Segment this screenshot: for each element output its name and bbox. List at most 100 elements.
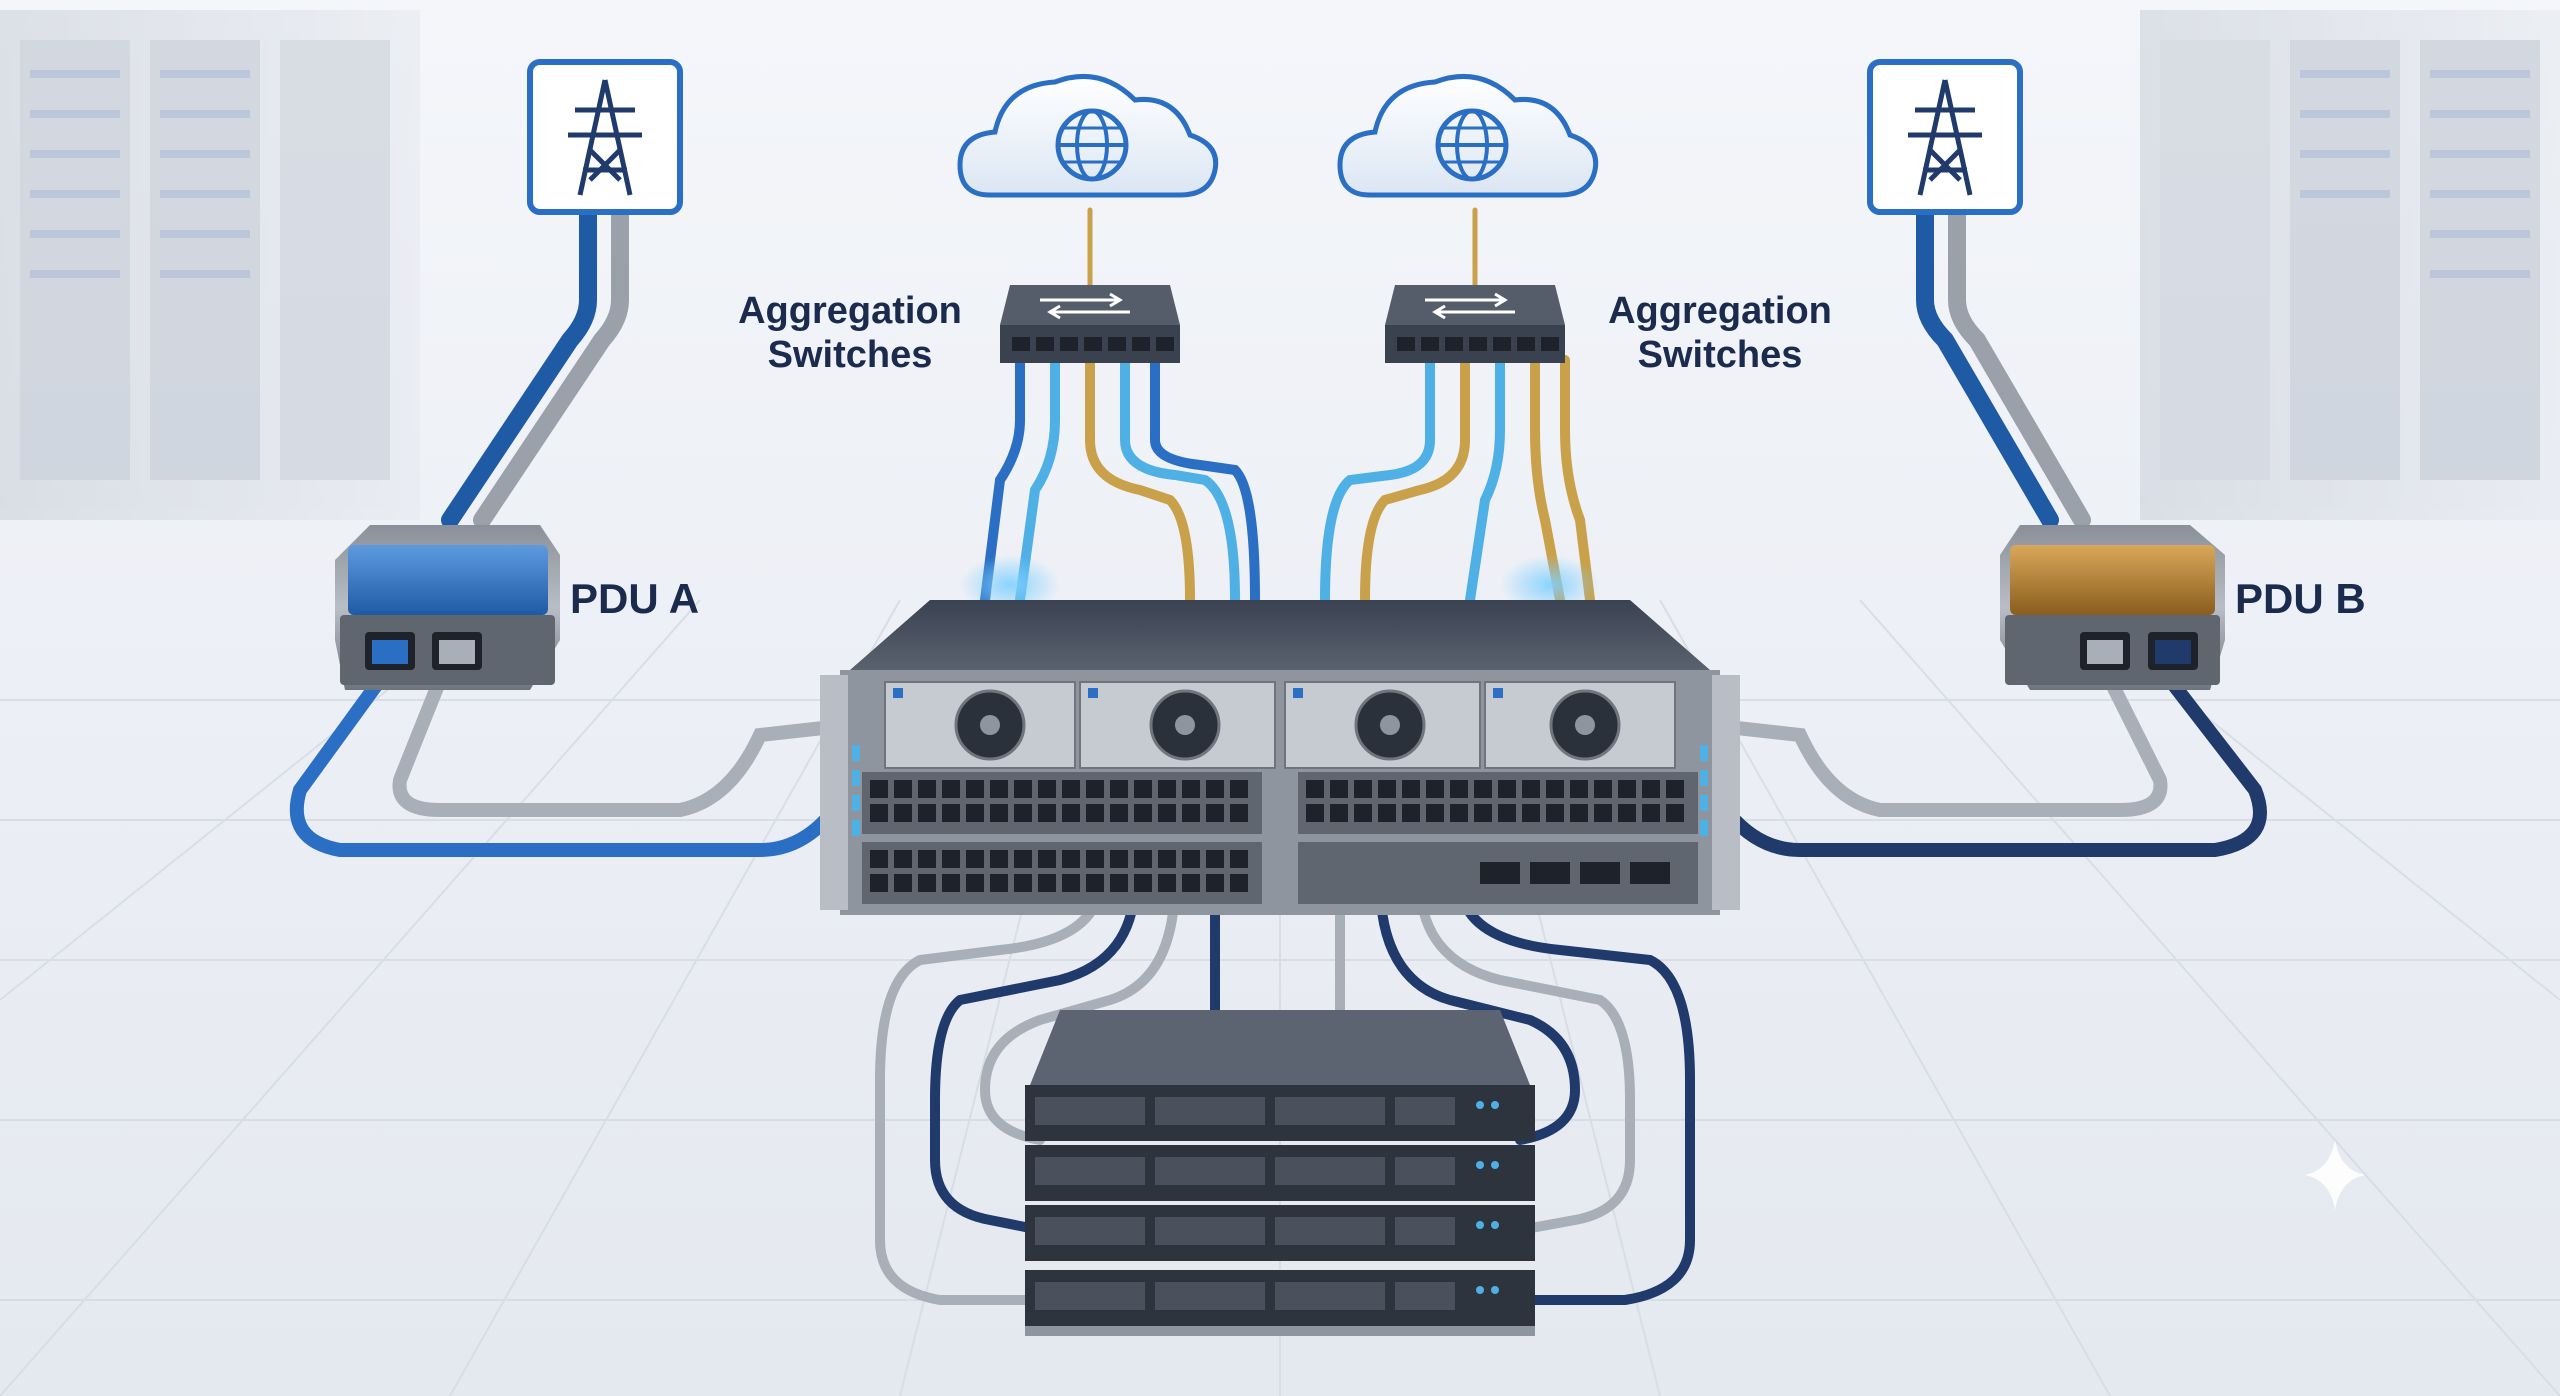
ethernet-port	[1474, 804, 1492, 822]
ethernet-port	[894, 874, 912, 892]
power-cable-left-blue	[441, 201, 597, 529]
ethernet-port	[1062, 874, 1080, 892]
ethernet-port	[1474, 780, 1492, 798]
power-tower-icon	[1867, 59, 2023, 215]
ethernet-port	[870, 780, 888, 798]
downlink-cable-8	[1455, 875, 1695, 1305]
ethernet-port	[1110, 850, 1128, 868]
ethernet-port	[870, 874, 888, 892]
ethernet-port	[1618, 804, 1636, 822]
pdu-b-cable-gray	[1703, 673, 2168, 817]
ethernet-port	[1306, 804, 1324, 822]
sfp-port	[1480, 862, 1520, 884]
downlink-cable-1	[875, 875, 1105, 1305]
aggregation-label-right-line2: Switches	[1637, 333, 1803, 376]
ethernet-port	[1086, 804, 1104, 822]
ethernet-port	[870, 850, 888, 868]
ethernet-port	[1426, 804, 1444, 822]
ethernet-port	[1134, 780, 1152, 798]
ethernet-port	[1546, 780, 1564, 798]
aggregation-switch-left	[1000, 285, 1180, 363]
downlink-cable-3	[979, 875, 1180, 1145]
ethernet-port	[1402, 804, 1420, 822]
power-cable-left-gray	[473, 201, 629, 529]
ethernet-port	[1354, 804, 1372, 822]
ethernet-port	[918, 874, 936, 892]
ethernet-port	[1014, 804, 1032, 822]
ethernet-port	[1182, 850, 1200, 868]
ethernet-port	[1134, 804, 1152, 822]
ethernet-port	[1618, 780, 1636, 798]
ethernet-port	[966, 780, 984, 798]
ethernet-port	[1498, 780, 1516, 798]
agg-right-cable-2	[1360, 355, 1470, 605]
ethernet-port	[1522, 804, 1540, 822]
ethernet-port	[1158, 780, 1176, 798]
ethernet-port	[1062, 780, 1080, 798]
aggregation-switches-label-left: Aggregation Switches	[700, 290, 1000, 377]
ethernet-port	[1134, 874, 1152, 892]
ethernet-port	[966, 804, 984, 822]
server-unit	[1025, 1270, 1535, 1326]
agg-right-cable-1	[1320, 355, 1435, 605]
downlink-cable-6	[1375, 875, 1581, 1145]
ethernet-port	[966, 874, 984, 892]
ethernet-port	[990, 780, 1008, 798]
server-unit	[1025, 1205, 1535, 1261]
downlink-cable-2	[930, 875, 1140, 1235]
ethernet-port	[1206, 874, 1224, 892]
aggregation-label-left-line2: Switches	[767, 333, 933, 376]
ethernet-port	[1014, 874, 1032, 892]
pdu-a-label: PDU A	[570, 575, 700, 622]
aggregation-label-right-line1: Aggregation	[1608, 290, 1832, 332]
ethernet-port	[1206, 804, 1224, 822]
ethernet-port	[966, 850, 984, 868]
background-racks-right	[2140, 10, 2560, 520]
ethernet-port	[942, 874, 960, 892]
pdu-b-label: PDU B	[2235, 575, 2366, 622]
ethernet-port	[1158, 850, 1176, 868]
core-switch-chassis	[820, 600, 1740, 915]
ethernet-port	[918, 804, 936, 822]
ethernet-port	[1230, 850, 1248, 868]
pdu-b-cable-navy	[1703, 673, 2267, 857]
ethernet-port	[1402, 780, 1420, 798]
ethernet-port	[990, 874, 1008, 892]
ethernet-port	[1378, 804, 1396, 822]
ethernet-port	[1038, 850, 1056, 868]
ethernet-port	[1330, 804, 1348, 822]
aggregation-switches-label-right: Aggregation Switches	[1570, 290, 1870, 377]
ethernet-port	[1642, 780, 1660, 798]
ethernet-port	[1498, 804, 1516, 822]
ethernet-port	[1642, 804, 1660, 822]
ethernet-port	[1306, 780, 1324, 798]
ethernet-port	[1158, 804, 1176, 822]
cables	[289, 201, 2267, 1305]
pdu-a-cable-blue	[289, 673, 857, 857]
ethernet-port	[1038, 780, 1056, 798]
ethernet-port	[1594, 804, 1612, 822]
agg-left-cable-3	[1085, 355, 1195, 605]
sfp-port	[1630, 862, 1670, 884]
downlink-cable-7	[1415, 875, 1635, 1235]
ethernet-port	[870, 804, 888, 822]
ethernet-port	[1038, 874, 1056, 892]
aggregation-label-left-line1: Aggregation	[738, 290, 962, 332]
ethernet-port	[1426, 780, 1444, 798]
ethernet-port	[1666, 804, 1684, 822]
pdu-b-device	[2000, 525, 2225, 690]
ethernet-port	[1354, 780, 1372, 798]
ethernet-port	[1594, 780, 1612, 798]
ethernet-port	[1206, 780, 1224, 798]
server-stack	[1025, 1010, 1535, 1336]
sparkle-icon	[2305, 1140, 2365, 1210]
agg-right-cable-5	[1560, 355, 1595, 605]
ethernet-port	[1206, 850, 1224, 868]
ethernet-port	[1570, 780, 1588, 798]
agg-left-cable-5	[1150, 355, 1260, 605]
ethernet-port	[942, 850, 960, 868]
ethernet-port	[942, 780, 960, 798]
ethernet-port	[1014, 850, 1032, 868]
ethernet-port	[1134, 850, 1152, 868]
